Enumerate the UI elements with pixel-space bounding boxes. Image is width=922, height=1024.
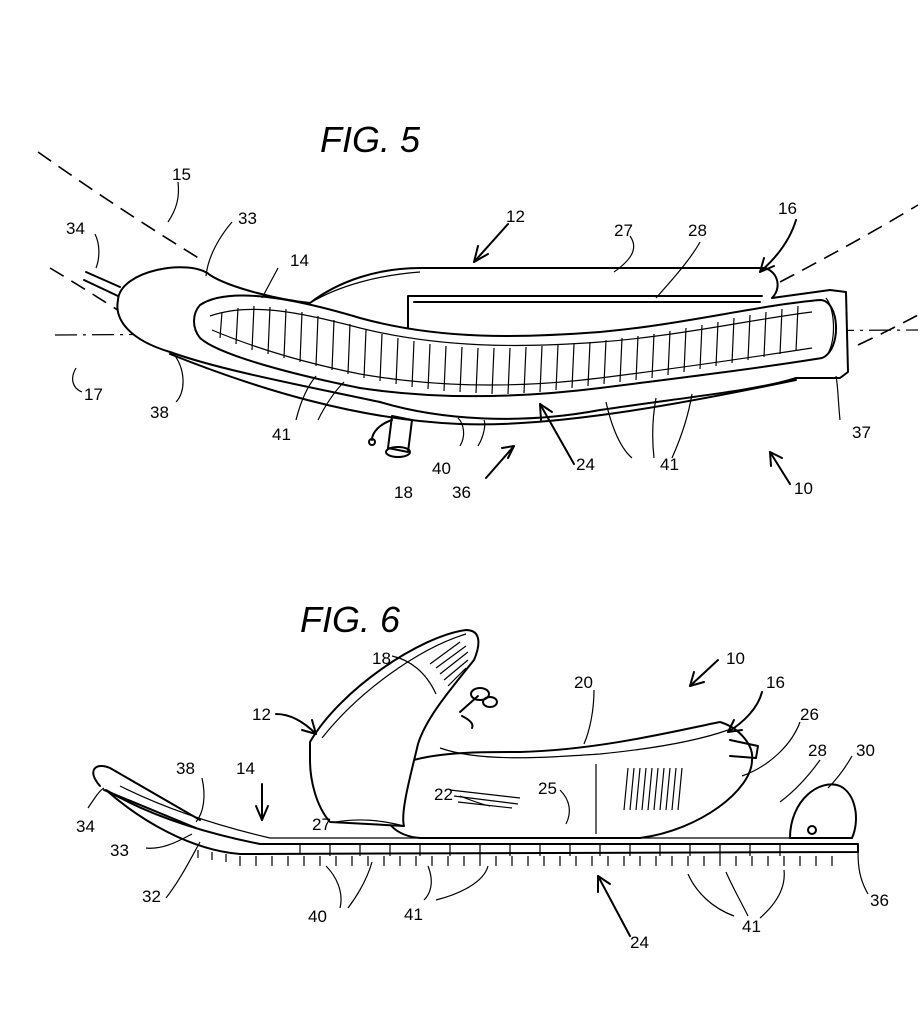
track-teeth [197,844,833,866]
frame-upper-edge [119,785,800,839]
ref-16: 16 [778,199,797,218]
ref-14: 14 [290,251,309,270]
rear-housing [789,783,857,839]
nose-skag [83,271,121,297]
ref-12: 12 [252,705,271,724]
track-inner-upper [209,308,813,347]
ref-15: 15 [172,165,191,184]
ref-28: 28 [688,221,707,240]
ref-34: 34 [66,219,85,238]
windshield-edge [321,633,467,739]
front-fairing [309,629,480,827]
figure-5: FIG. 5 [37,119,919,502]
figure-5-title: FIG. 5 [320,119,421,160]
ref-18: 18 [394,483,413,502]
ref-25: 25 [538,779,557,798]
ref-32: 32 [142,887,161,906]
ref-40: 40 [432,459,451,478]
ref-33: 33 [110,841,129,860]
ref-41-right: 41 [660,455,679,474]
slide-rail [169,353,797,426]
rear-cap-detail [825,297,835,357]
ref-36: 36 [452,483,471,502]
ref-12: 12 [506,207,525,226]
ref-33: 33 [238,209,257,228]
figure-5-reference-numerals: 34 15 33 14 12 27 28 16 17 38 41 40 18 3… [66,165,871,502]
rear-tab [729,739,759,759]
ref-22: 22 [434,785,453,804]
hull-beltline [439,729,729,759]
ref-30: 30 [856,741,875,760]
ref-41-left: 41 [272,425,291,444]
ref-27: 27 [614,221,633,240]
ref-24: 24 [576,455,595,474]
fig6-leader-lines [87,655,869,937]
leader-lines [72,181,841,485]
track-cleats [219,305,799,395]
hull-vent-lines [623,767,683,811]
track-frame [105,789,859,855]
rear-pivot [807,825,817,835]
travel-arc-upper-right [779,204,919,283]
ref-20: 20 [574,673,593,692]
ref-24: 24 [630,933,649,952]
ref-14: 14 [236,759,255,778]
ref-16: 16 [766,673,785,692]
ref-38: 38 [176,759,195,778]
ref-34: 34 [76,817,95,836]
travel-arc-upper-left [37,151,206,263]
figure-6-reference-numerals: 18 20 10 16 12 26 28 30 38 14 22 25 34 2… [76,649,889,952]
ref-41-right: 41 [742,917,761,936]
ref-36: 36 [870,891,889,910]
ref-28: 28 [808,741,827,760]
figure-6: FIG. 6 [76,599,889,952]
ref-38: 38 [150,403,169,422]
ref-27: 27 [312,815,331,834]
ref-41-left: 41 [404,905,423,924]
track-inner-lower [211,329,813,386]
ref-17: 17 [84,385,103,404]
ref-10: 10 [726,649,745,668]
figure-6-title: FIG. 6 [300,599,401,640]
handlebar [459,687,498,729]
ref-26: 26 [800,705,819,724]
windshield-hatch [429,641,469,687]
ref-10: 10 [794,479,813,498]
ref-40: 40 [308,907,327,926]
seat-edge [309,271,421,304]
ref-18: 18 [372,649,391,668]
ref-37: 37 [852,423,871,442]
steering-handle [368,415,413,458]
